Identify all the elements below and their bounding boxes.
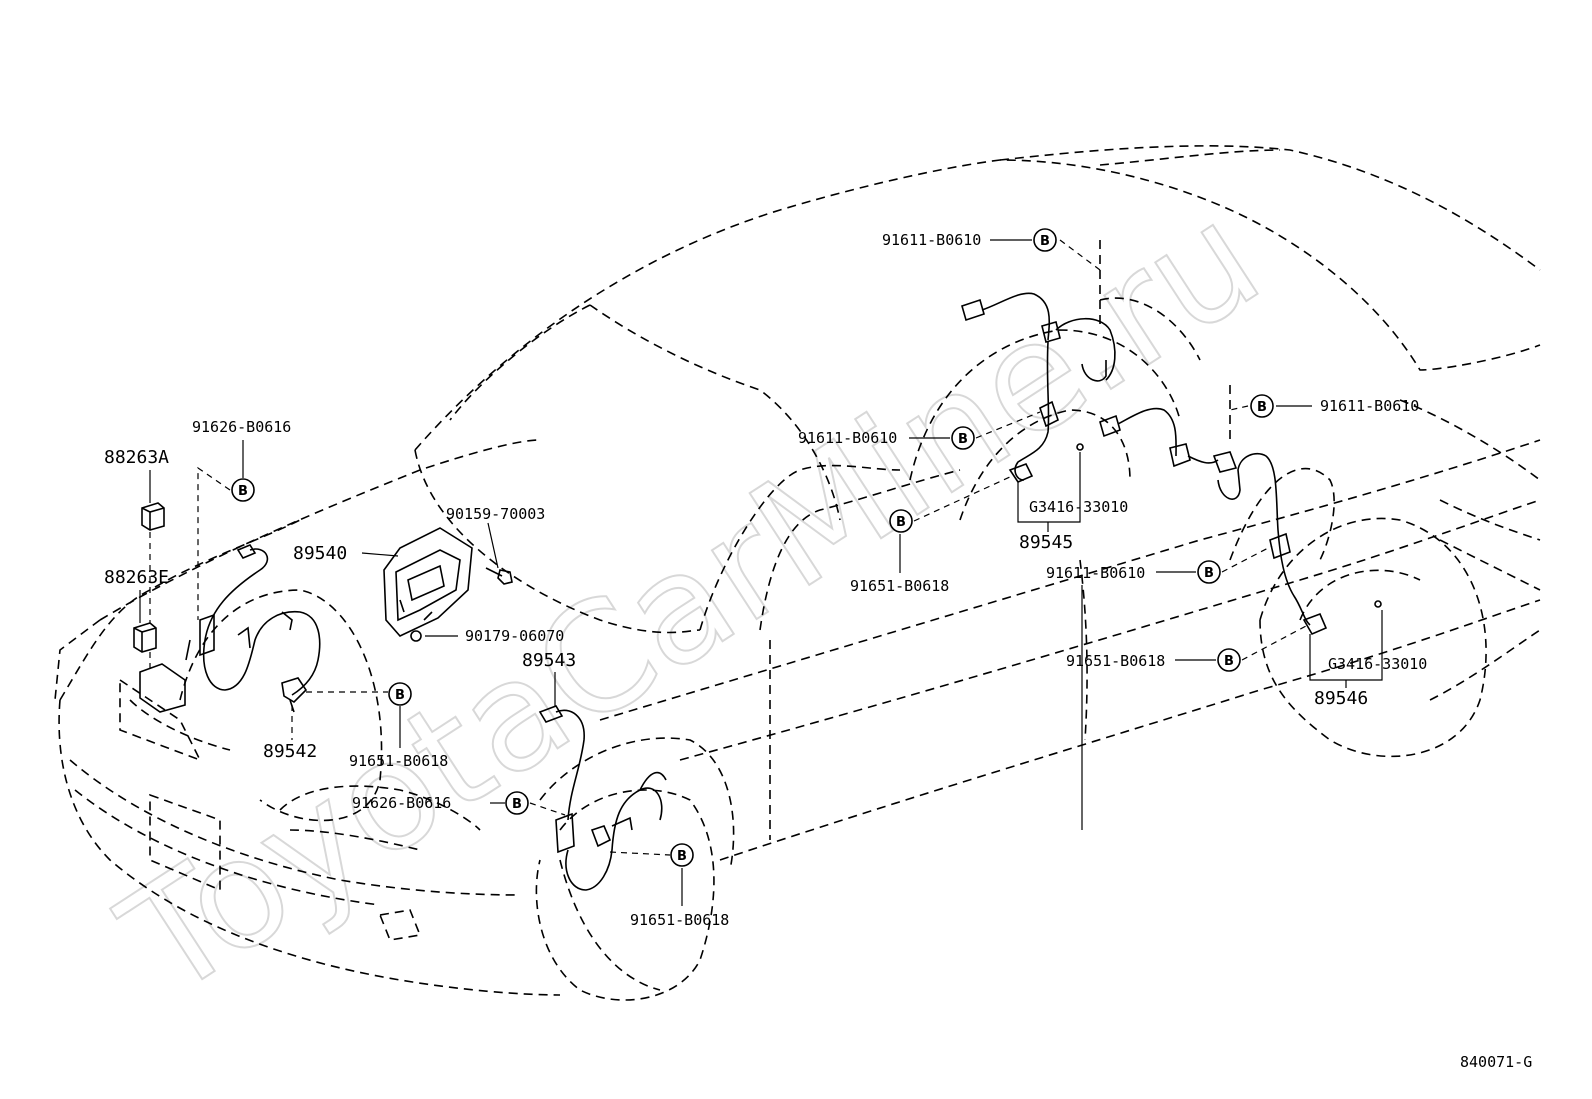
label-90179-06070: 90179-06070 bbox=[465, 627, 564, 645]
watermark: ToyotaCarMine.ru bbox=[93, 170, 1290, 1032]
label-91651-b0618-front-left: 91651-B0618 bbox=[349, 752, 448, 770]
svg-text:B: B bbox=[677, 849, 687, 864]
bolt-symbol-b-rear-right-top: B bbox=[1250, 394, 1274, 418]
relay-88263a bbox=[141, 502, 165, 531]
nut-90179-06070 bbox=[410, 630, 422, 642]
bolt-symbol-b-front-left-top: B bbox=[231, 478, 255, 502]
figure-id: 840071-G bbox=[1460, 1053, 1532, 1071]
leader-lines bbox=[139, 239, 1383, 906]
label-88263e: 88263E bbox=[104, 567, 169, 588]
label-91651-b0618-rear-left: 91651-B0618 bbox=[850, 577, 949, 595]
label-90159-70003: 90159-70003 bbox=[446, 505, 545, 523]
label-91651-b0618-front-right: 91651-B0618 bbox=[630, 911, 729, 929]
car-body-outline bbox=[54, 145, 1541, 1001]
svg-text:B: B bbox=[896, 515, 906, 530]
label-91611-b0610-right: 91611-B0610 bbox=[1320, 397, 1419, 415]
svg-text:B: B bbox=[1204, 566, 1214, 581]
relay-88263e bbox=[133, 622, 157, 653]
front-left-sensor-harness-89542 bbox=[185, 544, 321, 713]
svg-text:ToyotaCarMine.ru: ToyotaCarMine.ru bbox=[94, 171, 1289, 1031]
label-88263a: 88263A bbox=[104, 447, 169, 468]
svg-text:B: B bbox=[958, 432, 968, 447]
label-89543: 89543 bbox=[522, 650, 576, 671]
abs-ecu-89540 bbox=[383, 527, 473, 637]
front-right-sensor-harness-89543 bbox=[538, 705, 667, 891]
label-g3416-33010-rear-right: G3416-33010 bbox=[1328, 655, 1427, 673]
rear-right-sensor-harness-89546 bbox=[1099, 407, 1382, 636]
label-89545: 89545 bbox=[1019, 532, 1073, 553]
bolt-symbol-b-front-right-bottom: B bbox=[670, 843, 694, 867]
bolt-90159-70003 bbox=[485, 567, 513, 585]
svg-text:B: B bbox=[238, 484, 248, 499]
rear-left-sensor-harness-89545 bbox=[961, 292, 1116, 483]
label-91626-b0616-top: 91626-B0616 bbox=[192, 418, 291, 436]
bolt-symbol-b-rear-left-mid: B bbox=[951, 426, 975, 450]
bolt-symbol-b-rear-left-top: B bbox=[1033, 228, 1057, 252]
label-89542: 89542 bbox=[263, 741, 317, 762]
bolt-symbol-b-89542: B bbox=[388, 682, 412, 706]
label-91611-b0610-mid: 91611-B0610 bbox=[798, 429, 897, 447]
svg-text:B: B bbox=[1257, 400, 1267, 415]
bolt-symbol-b-rear-right-mid: B bbox=[1197, 560, 1221, 584]
label-91611-b0610-top: 91611-B0610 bbox=[882, 231, 981, 249]
bolt-symbol-b-rear-left-low: B bbox=[889, 509, 913, 533]
label-91611-b0610-low: 91611-B0610 bbox=[1046, 564, 1145, 582]
label-91651-b0618-rear-right: 91651-B0618 bbox=[1066, 652, 1165, 670]
label-89546: 89546 bbox=[1314, 688, 1368, 709]
bolt-symbol-b-rear-right-low: B bbox=[1217, 648, 1241, 672]
relay-block bbox=[139, 663, 186, 713]
label-g3416-33010-rear-left: G3416-33010 bbox=[1029, 498, 1128, 516]
label-91626-b0616-bottom: 91626-B0616 bbox=[352, 794, 451, 812]
svg-text:B: B bbox=[1040, 234, 1050, 249]
svg-text:B: B bbox=[395, 688, 405, 703]
svg-text:B: B bbox=[1224, 654, 1234, 669]
bolt-symbol-b-front-right-top: B bbox=[505, 791, 529, 815]
label-89540: 89540 bbox=[293, 543, 347, 564]
svg-text:B: B bbox=[512, 797, 522, 812]
